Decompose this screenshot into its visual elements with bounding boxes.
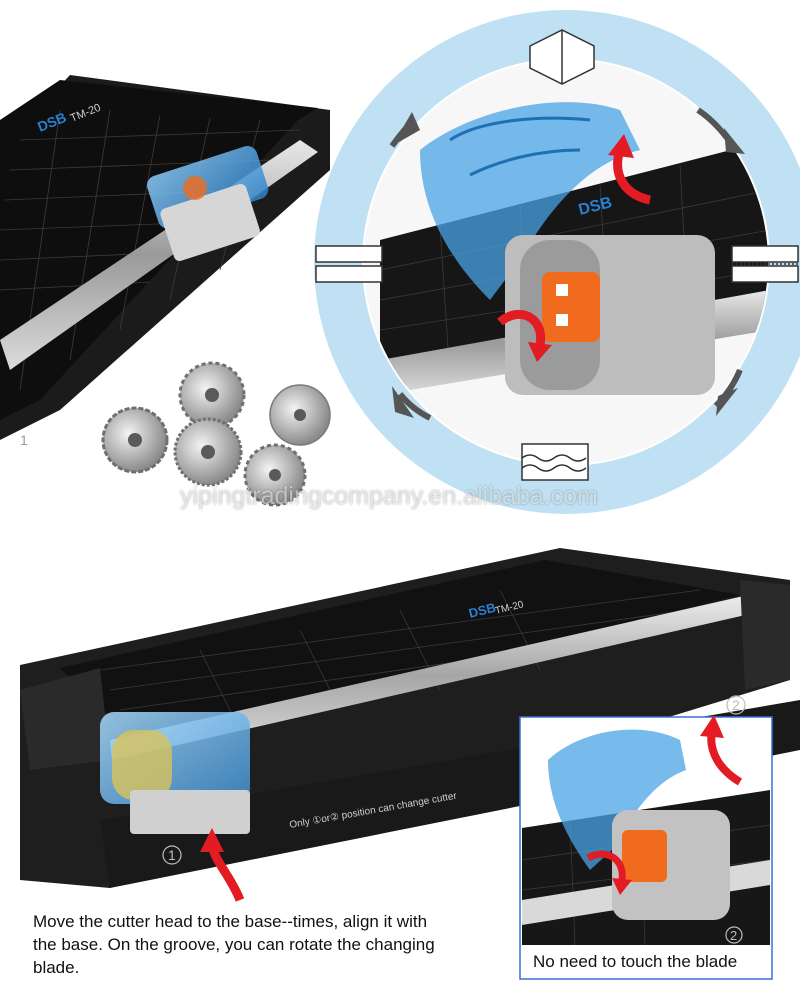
main-caption: Move the cutter head to the base--times,… [33,912,435,977]
fold-line-icon [529,29,595,85]
lift-arrow-icon [613,148,652,205]
top-illustration: DSB TM-20 1 [0,10,800,514]
rail-bottom [110,590,776,760]
rotate-arrow-icon [497,309,546,346]
rotate-arrow-inset-icon [586,850,626,881]
orange-blade-hub[interactable] [542,272,600,342]
rotation-ring-arrows [389,107,745,421]
bottom-illustration: DSB TM-20 Only ①or② position can change … [20,548,800,980]
cutter-head-small[interactable] [144,143,270,262]
detail-magnifier: DSB [314,10,800,514]
straight-cut-icon [315,245,383,283]
position-2-label: 2 [732,697,740,713]
perforated-cut-icon [731,245,799,283]
wavy-cut-icon [521,443,589,481]
orange-blade-hub-inset[interactable] [622,830,667,882]
cutter-head-at-base[interactable] [100,712,250,834]
blue-cover[interactable] [420,102,640,300]
inset-detail: 2 [519,715,773,980]
up-arrow-icon [200,828,245,902]
trimmer-body: DSB TM-20 1 [0,75,330,448]
brand-logo-bottom: DSB [467,600,497,621]
position-2-label-inset: 2 [730,928,737,943]
watermark: yipingtradingcompany.en.alibaba.com [180,482,598,510]
blue-cover-inset[interactable] [548,729,686,870]
inset-caption: No need to touch the blade [533,952,738,971]
position-1-label: 1 [20,432,28,448]
spare-blades [101,361,331,507]
position-1-label-bottom: 1 [168,847,176,863]
